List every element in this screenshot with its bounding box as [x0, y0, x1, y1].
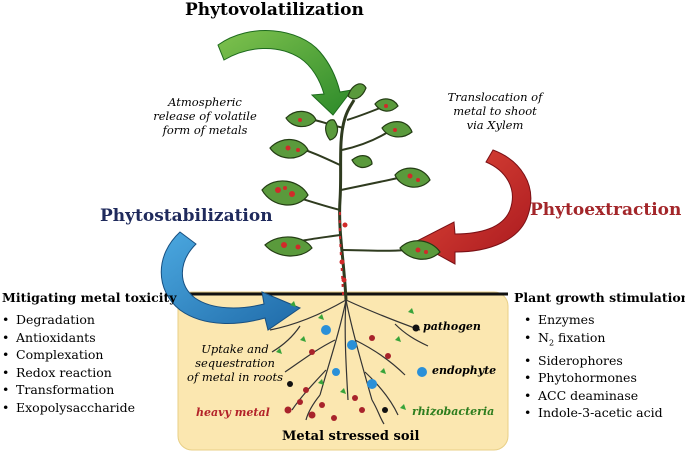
list-item: N2 fixation: [524, 329, 685, 352]
list-item: Indole-3-acetic acid: [524, 404, 685, 422]
list-item: Siderophores: [524, 352, 685, 370]
left-panel: Mitigating metal toxicity Degradation An…: [2, 290, 177, 416]
rhizobacteria-marks: [276, 301, 414, 410]
leaf: [325, 119, 339, 141]
left-panel-list: Degradation Antioxidants Complexation Re…: [2, 311, 177, 416]
leaf-metal-dots: [275, 104, 428, 283]
leaves: [261, 83, 441, 260]
list-item: ACC deaminase: [524, 387, 685, 405]
list-item: Enzymes: [524, 311, 685, 329]
list-item: Degradation: [2, 311, 177, 329]
leaf: [261, 180, 309, 206]
phytovolatilization-title: Phytovolatilization: [185, 0, 364, 20]
right-panel-list: Enzymes N2 fixation Siderophores Phytoho…: [514, 311, 685, 422]
list-item: Exopolysaccharide: [2, 399, 177, 417]
leaf: [351, 155, 373, 169]
pathogen-marks: [287, 324, 420, 413]
uptake-annotation: Uptake and sequestration of metal in roo…: [187, 342, 283, 384]
list-item: Antioxidants: [2, 329, 177, 347]
translocation-annotation: Translocation of metal to shoot via Xyle…: [447, 90, 543, 132]
phytoextraction-title: Phytoextraction: [530, 200, 682, 220]
phytostabilization-arrow: [160, 231, 302, 331]
right-panel: Plant growth stimulation Enzymes N2 fixa…: [514, 290, 685, 422]
left-panel-title: Mitigating metal toxicity: [2, 290, 177, 305]
heavy-metal-label: heavy metal: [196, 406, 270, 419]
list-item: Transformation: [2, 381, 177, 399]
phytostabilization-title: Phytostabilization: [100, 206, 273, 226]
phytovolatilization-arrow: [217, 30, 354, 116]
leaf: [381, 121, 413, 138]
list-item: Complexation: [2, 346, 177, 364]
right-panel-title: Plant growth stimulation: [514, 290, 685, 305]
endophyte-label: endophyte: [432, 364, 497, 377]
stem-red-band: [338, 211, 344, 296]
volatile-annotation: Atmospheric release of volatile form of …: [153, 95, 257, 137]
leaf: [394, 167, 431, 188]
list-item: Redox reaction: [2, 364, 177, 382]
soil-metal-dots: [284, 335, 391, 421]
soil-label: Metal stressed soil: [282, 429, 420, 444]
leaf: [264, 236, 313, 257]
plant-stem: [338, 99, 356, 301]
leaf: [347, 83, 367, 100]
rhizobacteria-label: rhizobacteria: [412, 405, 495, 418]
endophyte-marks: [321, 325, 427, 389]
list-item: Phytohormones: [524, 369, 685, 387]
pathogen-label: pathogen: [423, 320, 481, 333]
